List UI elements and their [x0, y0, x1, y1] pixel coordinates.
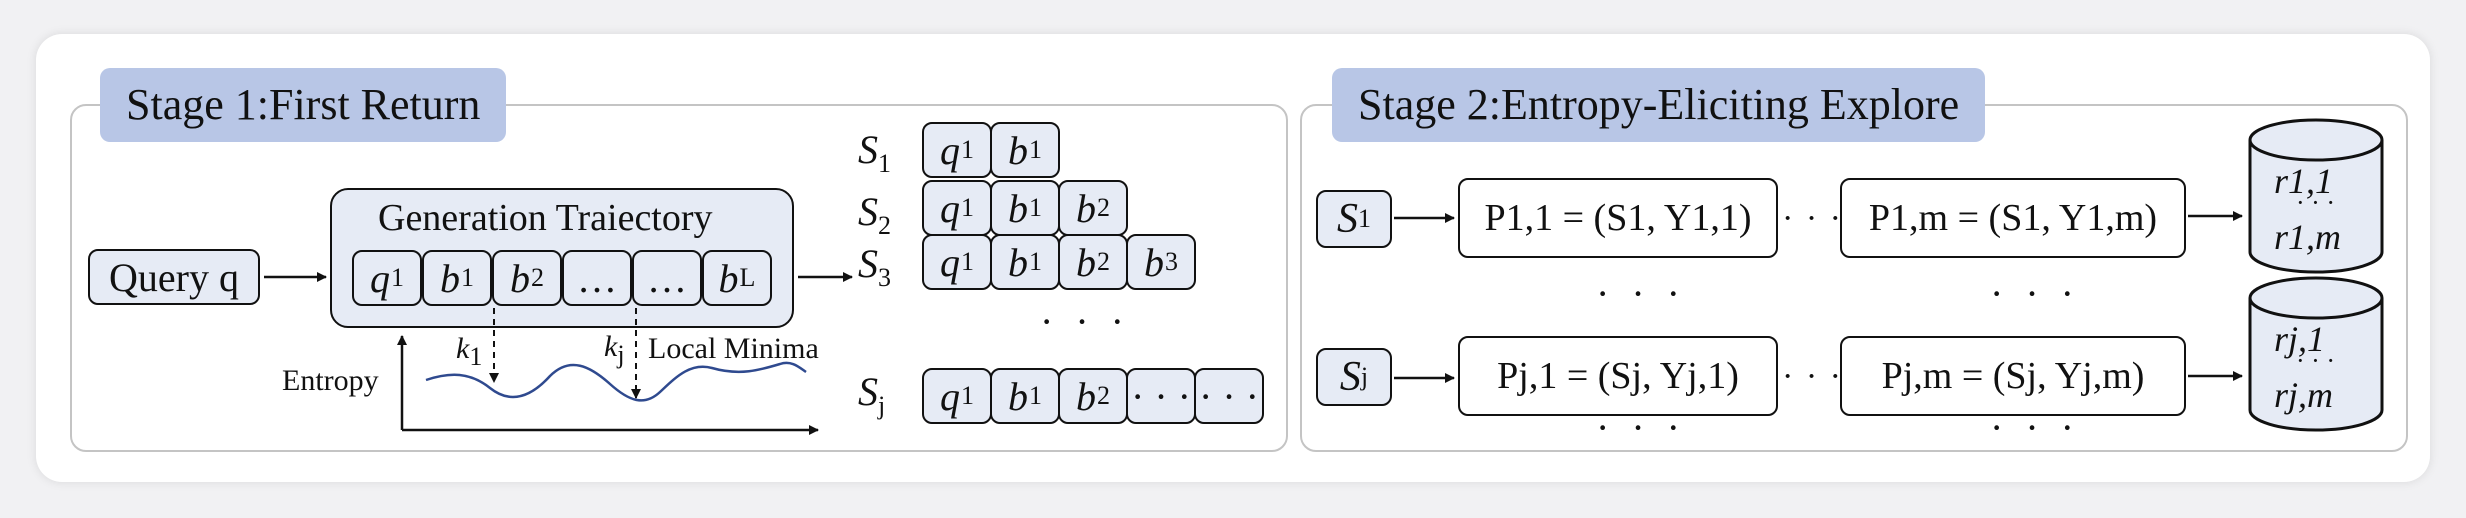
dbj-dots: · · · [2296, 346, 2335, 375]
generation-trajectory-title: Generation Traiectory [378, 197, 713, 239]
state-token: · · · [1126, 368, 1196, 424]
stage2-title: Stage 2:Entropy-Eliciting Explore [1332, 68, 1986, 142]
db1-dots: · · · [2296, 188, 2335, 217]
state-token: · · · [1194, 368, 1264, 424]
generation-token: … [562, 250, 632, 306]
row-dots-left-bottom: · · · [1596, 405, 1686, 450]
entropy-label: Entropy [282, 364, 379, 397]
row-dots-right-mid: · · · [1990, 271, 2080, 316]
state-label: Sj [858, 369, 886, 420]
local-minima-label: Local Minima [648, 332, 819, 365]
p-j-m-text: Pj,m = (Sj, Yj,m) [1881, 355, 2145, 397]
state-label: S2 [858, 189, 891, 240]
p-j-m-box: Pj,m = (Sj, Yj,m) [1840, 336, 2186, 416]
k1-label: k1 [456, 332, 483, 371]
state-vertical-ellipsis: · · · [1040, 299, 1130, 344]
p-1-m-box: P1,m = (S1, Y1,m) [1840, 178, 2186, 258]
state-label: S1 [858, 127, 891, 178]
row-dots-left-mid: · · · [1596, 271, 1686, 316]
between-dots-1: · · · [1782, 200, 1843, 237]
p-j-1-text: Pj,1 = (Sj, Yj,1) [1497, 355, 1739, 397]
r-j-m-label: rj,m [2274, 375, 2334, 415]
stage1-title: Stage 1:First Return [100, 68, 507, 142]
generation-token: … [632, 250, 702, 306]
between-dots-j: · · · [1782, 358, 1843, 395]
reward-database-j-icon [2248, 276, 2384, 432]
kj-label: kj [604, 330, 625, 369]
r-j-1-label: rj,1 [2274, 319, 2326, 359]
r-1-m-label: r1,m [2274, 217, 2342, 257]
reward-database-1-icon [2248, 118, 2384, 274]
r-1-1-label: r1,1 [2274, 161, 2334, 201]
state-label: S3 [858, 241, 891, 292]
query-box: Query q [88, 249, 260, 305]
p-1-m-text: P1,m = (S1, Y1,m) [1868, 197, 2158, 239]
query-label: Query q [109, 254, 239, 300]
row-dots-right-bottom: · · · [1990, 405, 2080, 450]
p-1-1-text: P1,1 = (S1, Y1,1) [1484, 197, 1752, 239]
p-1-1-box: P1,1 = (S1, Y1,1) [1458, 178, 1778, 258]
p-j-1-box: Pj,1 = (Sj, Yj,1) [1458, 336, 1778, 416]
